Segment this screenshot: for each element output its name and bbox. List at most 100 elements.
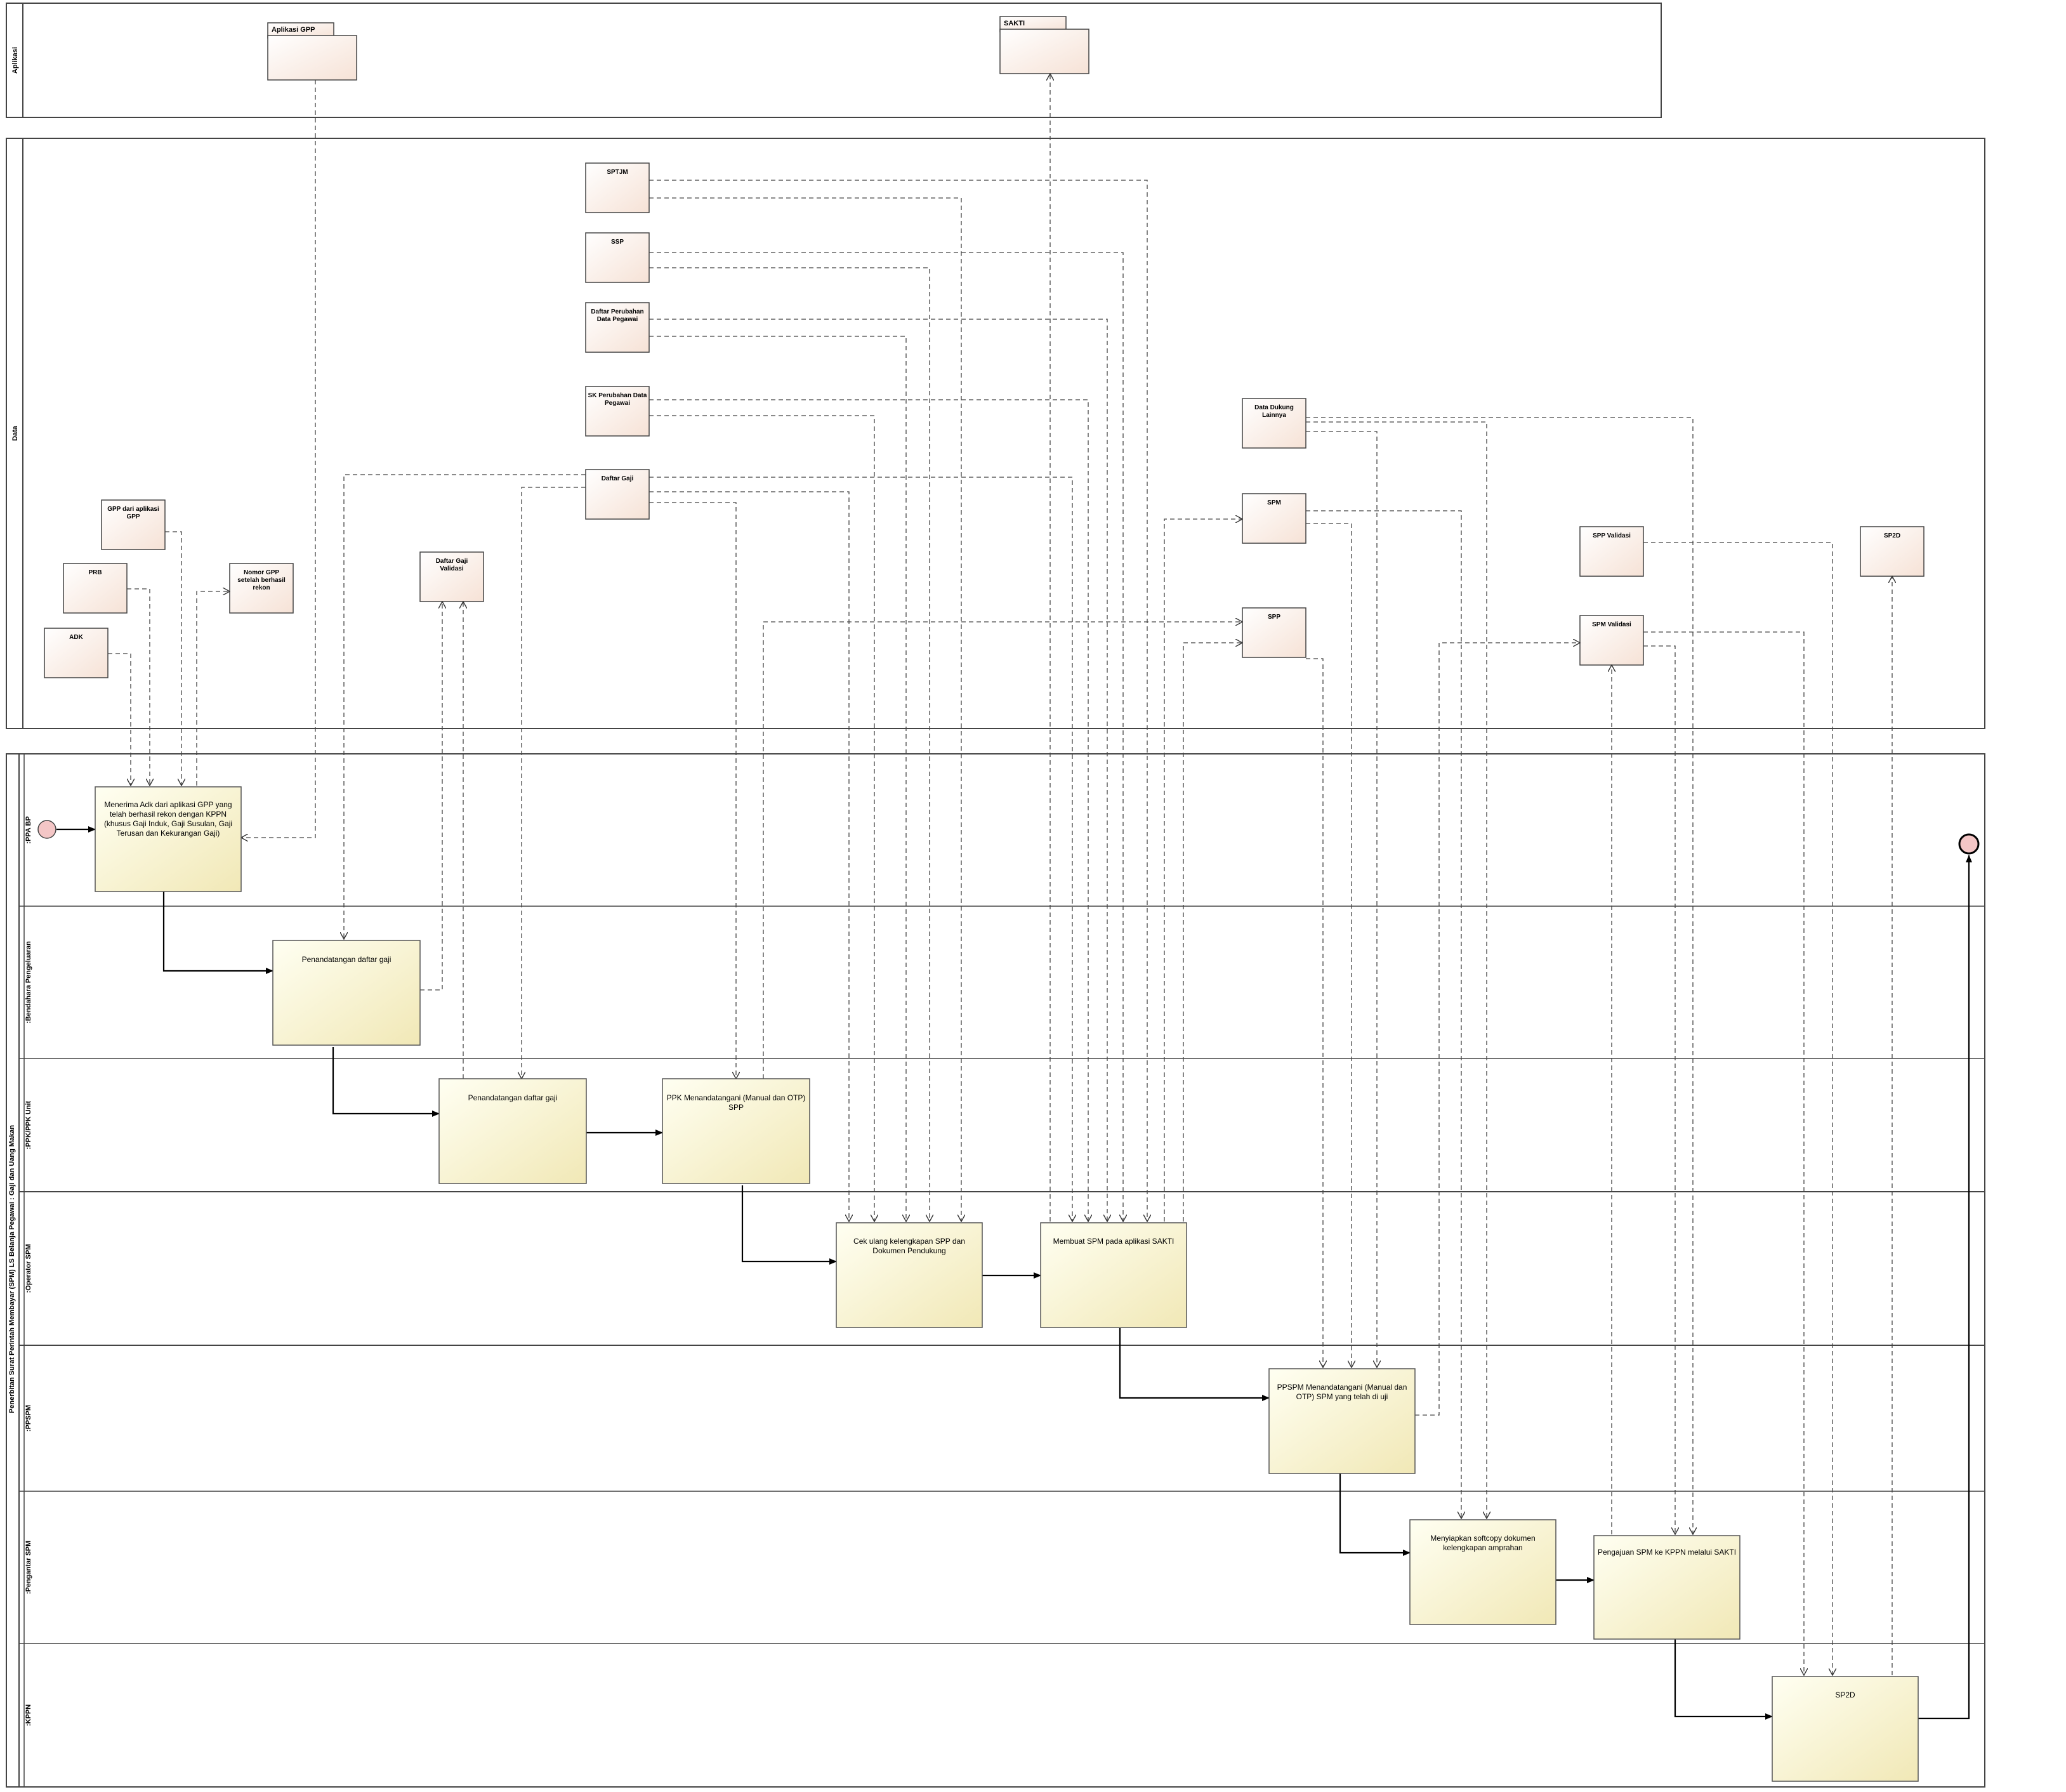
flow-daftar-gaji-bendahara xyxy=(344,474,586,939)
data-sk-perubahan: SK Perubahan Data Pegawai xyxy=(585,386,650,437)
flow-spm-validasi-sp2d xyxy=(1643,631,1804,1675)
data-flows xyxy=(108,74,1892,1675)
activity-ppspm-menandatangani: PPSPM Menandatangani (Manual dan OTP) SP… xyxy=(1268,1368,1416,1474)
activity-menyiapkan-softcopy-line1: Menyiapkan softcopy dokumen xyxy=(1430,1534,1535,1543)
flow-ppspm-spm-validasi xyxy=(1415,643,1580,1416)
activity-pengajuan-spm-line1: Pengajuan SPM ke KPPN melalui SAKTI xyxy=(1598,1548,1736,1557)
activity-membuat-spm-line1: Membuat SPM pada aplikasi SAKTI xyxy=(1053,1237,1174,1246)
app-sakti: SAKTI xyxy=(999,16,1089,74)
data-nomor-gpp-line1: Nomor GPP xyxy=(244,569,279,576)
flow-sptjm-membuat xyxy=(649,180,1147,1222)
app-aplikasi-gpp: Aplikasi GPP xyxy=(267,22,357,81)
flow-daftar-gaji-cek xyxy=(649,491,849,1222)
lane-ppspm-label: :PPSPM xyxy=(25,1405,32,1432)
flow-ppk-spp xyxy=(763,622,1242,1079)
seq-ppkspp-cek xyxy=(741,1185,837,1265)
flow-data-dukung-ppspm xyxy=(1306,431,1377,1367)
activity-ppk-menandatangani-line1: PPK Menandatangani (Manual dan OTP) xyxy=(667,1093,806,1102)
lane-pengantar-label: :Pengantar SPM xyxy=(25,1541,32,1594)
flow-daftar-gaji-ppk xyxy=(522,487,586,1079)
data-nomor-gpp-line3: rekon xyxy=(253,584,270,591)
data-sp2d: SP2D xyxy=(1860,526,1925,577)
lane-aplikasi-label: Aplikasi xyxy=(11,47,19,74)
end-event xyxy=(1958,833,1980,855)
lane-data: Data xyxy=(6,138,1985,729)
flow-bendahara-validasi xyxy=(420,602,442,991)
data-adk: ADK xyxy=(44,628,109,678)
lane-kppn-label: :KPPN xyxy=(25,1704,32,1726)
seq-sp2d-end xyxy=(1918,855,1972,1720)
activity-ppspm-menandatangani-line2: OTP) SPM yang telah di uji xyxy=(1296,1392,1388,1401)
start-event xyxy=(37,820,56,839)
data-prb: PRB xyxy=(63,563,128,614)
pool-label: Penerbitan Surat Perintah Membayar (SPM)… xyxy=(8,1125,16,1413)
activity-ppk-menandatangani: PPK Menandatangani (Manual dan OTP) SPP xyxy=(662,1078,810,1184)
data-spp-validasi: SPP Validasi xyxy=(1579,526,1644,577)
data-daftar-gaji: Daftar Gaji xyxy=(585,469,650,520)
flow-daftar-perubahan-membuat xyxy=(649,319,1107,1222)
data-spm-label: SPM xyxy=(1267,499,1281,506)
seq-bendahara-ppk xyxy=(332,1047,440,1117)
flow-sptjm-cek xyxy=(649,197,961,1222)
lane-aplikasi: Aplikasi xyxy=(6,3,1662,118)
data-spp-validasi-label: SPP Validasi xyxy=(1593,532,1631,539)
data-sptjm: SPTJM xyxy=(585,162,650,213)
data-gpp-dari-aplikasi-line1: GPP dari aplikasi xyxy=(107,506,159,513)
flow-daftar-gaji-membuat xyxy=(649,477,1072,1222)
activity-penandatangan-bendahara: Penandatangan daftar gaji xyxy=(272,940,421,1046)
seq-pengajuan-sp2d xyxy=(1674,1639,1773,1720)
flow-sk-membuat xyxy=(649,399,1088,1222)
data-daftar-perubahan-line1: Daftar Perubahan xyxy=(591,308,643,315)
data-adk-label: ADK xyxy=(69,634,83,641)
data-gpp-dari-aplikasi: GPP dari aplikasi GPP xyxy=(101,499,166,550)
activity-sp2d: SP2D xyxy=(1772,1676,1919,1782)
flow-data-dukung-menyiapkan xyxy=(1306,421,1487,1519)
seq-ppspm-menyiapkan xyxy=(1339,1473,1411,1556)
lane-data-label: Data xyxy=(11,425,19,441)
data-spm-validasi: SPM Validasi xyxy=(1579,615,1644,666)
data-prb-label: PRB xyxy=(88,569,102,576)
flow-ssp-membuat xyxy=(649,252,1123,1222)
data-ssp: SSP xyxy=(585,232,650,283)
data-spm: SPM xyxy=(1242,493,1306,544)
app-sakti-label: SAKTI xyxy=(1004,20,1025,27)
flow-membuat-spp xyxy=(1183,643,1242,1222)
flow-gpp-dari-aplikasi xyxy=(165,531,181,786)
activity-menyiapkan-softcopy-line2: kelengkapan amprahan xyxy=(1443,1543,1522,1552)
data-nomor-gpp: Nomor GPP setelah berhasil rekon xyxy=(229,563,294,614)
flow-nomor-gpp xyxy=(196,591,230,786)
flow-daftar-gaji-ppk-spp xyxy=(649,502,736,1079)
flow-spm-ppspm xyxy=(1306,523,1352,1367)
data-daftar-gaji-label: Daftar Gaji xyxy=(602,475,634,482)
data-gpp-dari-aplikasi-line2: GPP xyxy=(126,513,140,520)
lane-process-pool: Penerbitan Surat Perintah Membayar (SPM)… xyxy=(6,753,1985,1788)
data-daftar-perubahan: Daftar Perubahan Data Pegawai xyxy=(585,302,650,353)
activity-cek-ulang-line1: Cek ulang kelengkapan SPP dan xyxy=(853,1237,965,1246)
flow-adk xyxy=(108,653,131,786)
flow-ssp-cek xyxy=(649,267,930,1222)
lane-bendahara-label: :Bendahara Pengeluaran xyxy=(25,941,32,1024)
activity-penandatangan-ppk-line1: Penandatangan daftar gaji xyxy=(468,1093,558,1102)
data-daftar-gaji-validasi-line2: Validasi xyxy=(440,565,463,572)
activity-cek-ulang-line2: Dokumen Pendukung xyxy=(872,1246,945,1255)
activity-ppk-menandatangani-line2: SPP xyxy=(728,1103,744,1112)
flow-spm-validasi-pengajuan xyxy=(1643,645,1675,1534)
data-spp-label: SPP xyxy=(1268,614,1280,621)
data-sk-perubahan-line1: SK Perubahan Data xyxy=(588,392,647,399)
data-sptjm-label: SPTJM xyxy=(607,169,628,176)
data-data-dukung: Data Dukung Lainnya xyxy=(1242,398,1306,449)
data-spp: SPP xyxy=(1242,607,1306,658)
lane-operator-label: :Operator SPM xyxy=(25,1244,32,1293)
data-data-dukung-line2: Lainnya xyxy=(1262,412,1286,419)
activity-penandatangan-ppk: Penandatangan daftar gaji xyxy=(438,1078,587,1184)
activity-menerima-adk-line4: Terusan dan Kekurangan Gaji) xyxy=(117,829,220,838)
flow-spp-validasi-sp2d xyxy=(1643,542,1832,1675)
flow-spm-menyiapkan xyxy=(1306,510,1461,1519)
data-sk-perubahan-line2: Pegawai xyxy=(605,400,630,407)
data-daftar-perubahan-line2: Data Pegawai xyxy=(597,316,638,323)
flow-data-dukung-pengajuan xyxy=(1306,417,1693,1534)
data-spm-validasi-label: SPM Validasi xyxy=(1592,621,1631,628)
flow-sk-cek xyxy=(649,415,874,1222)
flow-aplikasi-gpp xyxy=(241,80,316,838)
flow-spp-ppspm xyxy=(1306,658,1323,1367)
